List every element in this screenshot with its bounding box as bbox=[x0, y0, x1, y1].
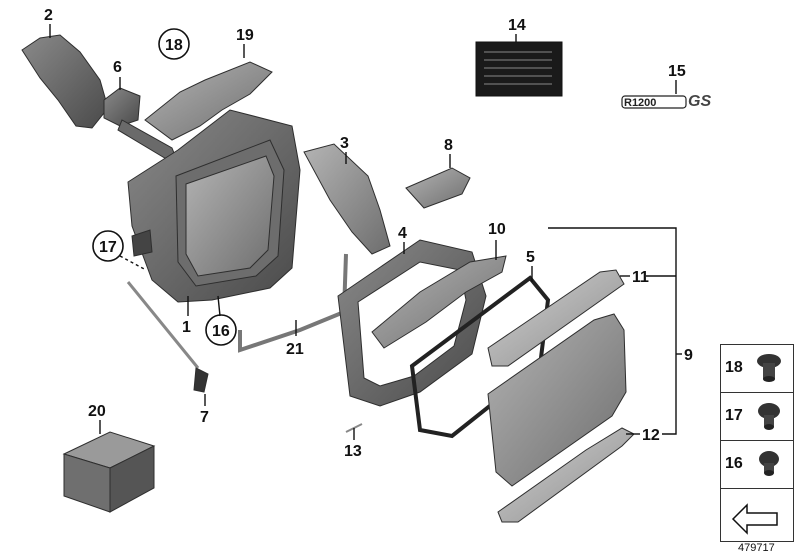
part-11-handle bbox=[487, 269, 625, 367]
label-18-circle bbox=[158, 28, 190, 60]
label-21: 21 bbox=[286, 341, 304, 358]
part-2-inner-cover bbox=[21, 34, 109, 129]
part-1-case-body bbox=[127, 109, 301, 303]
label-1: 1 bbox=[182, 319, 191, 336]
label-16: 16 bbox=[212, 323, 230, 340]
label-5: 5 bbox=[526, 249, 535, 266]
part-10-latch-plate bbox=[371, 255, 507, 349]
label-18: 18 bbox=[165, 37, 183, 54]
bumper-17-icon bbox=[758, 403, 780, 430]
bumper-18-icon bbox=[757, 354, 781, 382]
part-12-lid bbox=[487, 313, 635, 523]
label-4: 4 bbox=[398, 225, 407, 242]
legend-18-label: 18 bbox=[725, 359, 743, 376]
decal-prefix: R1200 bbox=[624, 97, 656, 109]
label-11: 11 bbox=[632, 269, 649, 286]
legend-item-16: 16 bbox=[720, 440, 794, 490]
legend-item-18: 18 bbox=[720, 344, 794, 394]
part-14-info-label bbox=[475, 41, 563, 97]
label-17-circle bbox=[92, 230, 124, 262]
label-13: 13 bbox=[344, 443, 362, 460]
legend-item-17: 17 bbox=[720, 392, 794, 442]
legend-item-arrow bbox=[720, 488, 794, 542]
label-19: 19 bbox=[236, 27, 254, 44]
label-3: 3 bbox=[340, 135, 349, 152]
label-15: 15 bbox=[668, 63, 686, 80]
label-9-bracket bbox=[548, 227, 677, 435]
part-15-decal: R1200 GS bbox=[621, 93, 711, 110]
legend-panel: 18 17 16 bbox=[720, 344, 794, 546]
label-20: 20 bbox=[88, 403, 106, 420]
legend-17-label: 17 bbox=[725, 407, 743, 424]
label-12: 12 bbox=[642, 427, 660, 444]
document-number: 479717 bbox=[738, 542, 775, 554]
part-8-latch-cover bbox=[405, 167, 471, 209]
bumper-16-icon bbox=[759, 451, 779, 476]
direction-arrow-icon bbox=[731, 503, 778, 535]
label-6: 6 bbox=[113, 59, 122, 76]
label-2: 2 bbox=[44, 7, 53, 24]
label-17: 17 bbox=[99, 239, 117, 256]
label-7: 7 bbox=[200, 409, 209, 426]
label-16-circle bbox=[205, 314, 237, 346]
decal-suffix: GS bbox=[688, 93, 711, 110]
part-19-liner bbox=[144, 61, 273, 141]
part-3-bracket bbox=[303, 143, 391, 255]
label-8: 8 bbox=[444, 137, 453, 154]
part-7-rod bbox=[126, 281, 209, 393]
part-20-box bbox=[62, 431, 156, 513]
legend-16-label: 16 bbox=[725, 455, 743, 472]
label-9: 9 bbox=[684, 347, 693, 364]
label-14: 14 bbox=[508, 17, 526, 34]
label-10: 10 bbox=[488, 221, 506, 238]
